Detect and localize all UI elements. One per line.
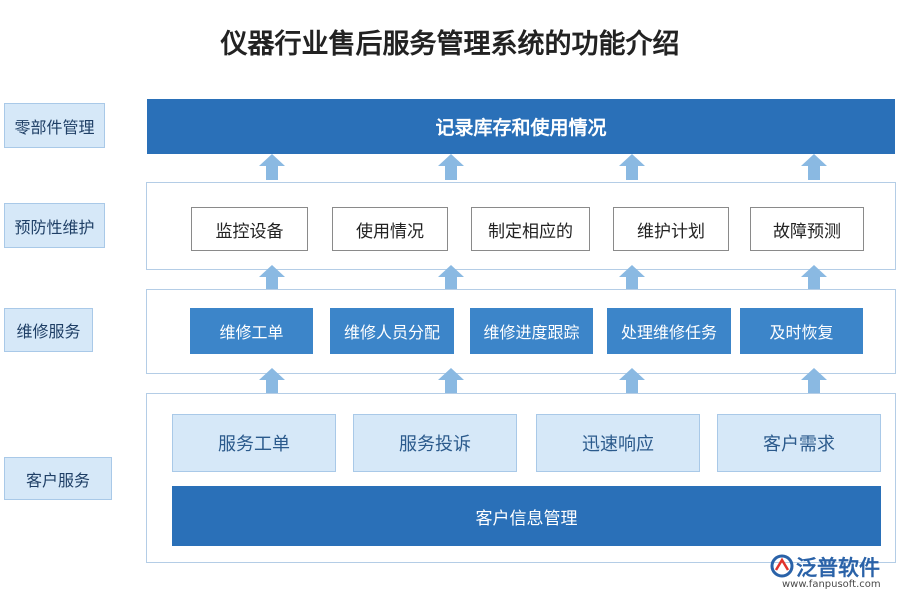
- side-label-repair: 维修服务: [4, 308, 93, 352]
- repair-item: 维修人员分配: [330, 308, 454, 354]
- preventive-item: 使用情况: [332, 207, 448, 251]
- customer-item: 服务投诉: [353, 414, 517, 472]
- up-arrow-icon: [259, 368, 285, 394]
- up-arrow-icon: [801, 368, 827, 394]
- brand-logo: 泛普软件 www.fanpusoft.com: [770, 552, 895, 596]
- up-arrow-icon: [438, 368, 464, 394]
- up-arrow-icon: [801, 154, 827, 180]
- side-label-customer: 客户服务: [4, 457, 112, 500]
- up-arrow-icon: [438, 265, 464, 291]
- up-arrow-icon: [259, 154, 285, 180]
- up-arrow-icon: [259, 265, 285, 291]
- page-title: 仪器行业售后服务管理系统的功能介绍: [220, 29, 680, 60]
- customer-item: 迅速响应: [536, 414, 700, 472]
- preventive-item: 维护计划: [613, 207, 729, 251]
- repair-item: 维修进度跟踪: [470, 308, 593, 354]
- preventive-item: 制定相应的: [471, 207, 590, 251]
- repair-item: 维修工单: [190, 308, 313, 354]
- inventory-bar: 记录库存和使用情况: [147, 99, 895, 154]
- logo-mark-icon: [770, 554, 794, 578]
- customer-item: 服务工单: [172, 414, 336, 472]
- customer-info-bar: 客户信息管理: [172, 486, 881, 546]
- up-arrow-icon: [619, 265, 645, 291]
- side-label-preventive: 预防性维护: [4, 203, 105, 248]
- customer-item: 客户需求: [717, 414, 881, 472]
- up-arrow-icon: [438, 154, 464, 180]
- up-arrow-icon: [619, 154, 645, 180]
- side-label-parts: 零部件管理: [4, 103, 105, 148]
- up-arrow-icon: [801, 265, 827, 291]
- logo-name: 泛普软件: [796, 555, 880, 580]
- repair-item: 处理维修任务: [607, 308, 731, 354]
- preventive-item: 故障预测: [750, 207, 864, 251]
- preventive-item: 监控设备: [191, 207, 308, 251]
- up-arrow-icon: [619, 368, 645, 394]
- logo-url: www.fanpusoft.com: [782, 579, 881, 590]
- repair-item: 及时恢复: [740, 308, 863, 354]
